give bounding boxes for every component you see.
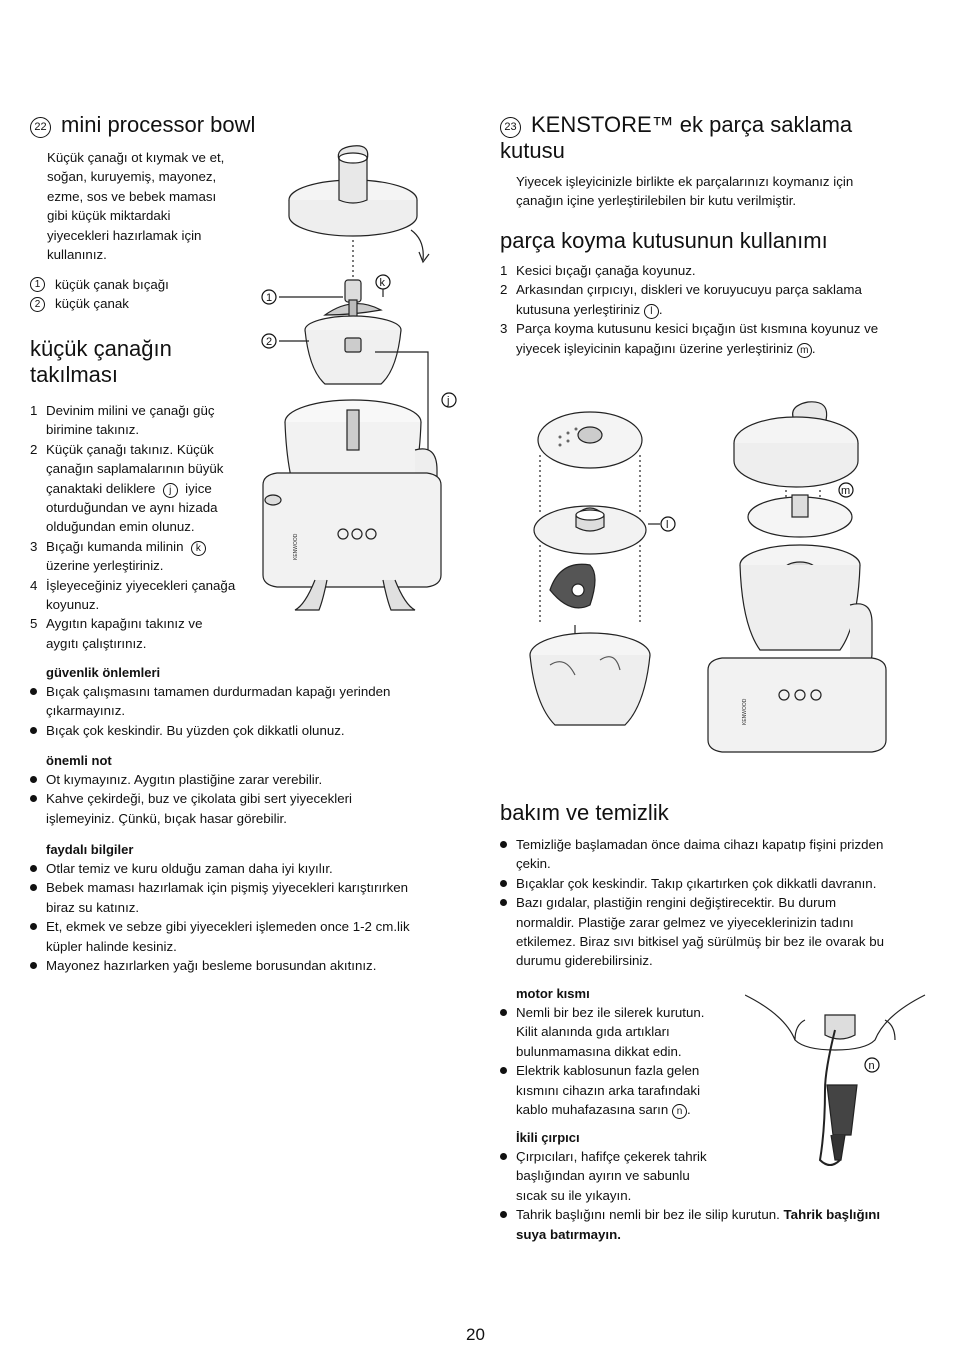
mini-bowl-intro: Küçük çanağı ot kıymak ve et, soğan, kur… (47, 150, 225, 263)
bullet-item: Otlar temiz ve kuru olduğu zaman daha iy… (30, 859, 460, 878)
care-list: Temizliğe başlamadan önce daima cihazı k… (500, 835, 930, 971)
step-item: 2 Arkasından çırpıcıyı, diskleri ve koru… (500, 282, 862, 319)
section-usage-title: parça koyma kutusunun kullanımı (500, 228, 828, 253)
bullet-item: Ot kıymayınız. Aygıtın plastiğine zarar … (30, 770, 460, 789)
bullet-item: Bıçak çok keskindir. Bu yüzden çok dikka… (30, 721, 460, 740)
safety-title: güvenlik önlemleri (46, 665, 161, 680)
motor-block: motor kısmı Nemli bir bez ile silerek ku… (500, 984, 740, 1120)
step-item: 1 Kesici bıçağı çanağa koyunuz. (500, 263, 696, 278)
ref-m-badge: m (796, 342, 812, 358)
mini-bowl-assembly-illustration: KENWOOD k 1 2 j (261, 145, 457, 611)
label-m: m (841, 485, 850, 497)
step-item: 3 Parça koyma kutusunu kesici bıçağın üs… (500, 321, 879, 358)
kenstore-illustration: l m KENWOOD (529, 401, 887, 753)
safety-block: güvenlik önlemleri Bıçak çalışmasını tam… (30, 663, 460, 740)
tips-title: faydalı bilgiler (46, 842, 134, 857)
cord-storage-illustration: n (745, 994, 926, 1166)
motor-title: motor kısmı (516, 986, 590, 1001)
label-1: 1 (266, 292, 272, 304)
brand-label: KENWOOD (293, 533, 299, 560)
ref-l-badge: l (643, 303, 659, 319)
step-item: 5 Aygıtın kapağını takınız ve aygıtı çal… (30, 616, 203, 651)
whisk-title: İkili çırpıcı (516, 1130, 580, 1145)
bullet-item: Bebek maması hazırlamak için pişmiş yiye… (30, 878, 460, 917)
assembly-steps: 1 Devinim milini ve çanağı güç birimine … (30, 401, 265, 653)
section-number-badge: 23 (500, 117, 521, 138)
ref-j-badge: j (162, 482, 178, 498)
label-k: k (380, 277, 386, 289)
usage-steps: 1 Kesici bıçağı çanağa koyunuz. 2 Arkası… (500, 261, 930, 358)
step-item: 1 Devinim milini ve çanağı güç birimine … (30, 403, 215, 438)
page-number: 20 (466, 1325, 485, 1344)
bullet-item: Tahrik başlığını nemli bir bez ile silip… (500, 1205, 930, 1244)
brand-label: KENWOOD (742, 698, 748, 725)
label-j: j (446, 395, 449, 407)
section-number-badge: 22 (30, 117, 51, 138)
bullet-item: Kahve çekirdeği, buz ve çikolata gibi se… (30, 789, 460, 828)
bullet-item: Mayonez hazırlarken yağı besleme borusun… (30, 956, 460, 975)
label-2: 2 (266, 336, 272, 348)
bullet-item: Bıçaklar çok keskindir. Takıp çıkartırke… (500, 874, 930, 893)
bullet-item: Nemli bir bez ile silerek kurutun.Kilit … (500, 1003, 740, 1061)
bullet-item: Temizliğe başlamadan önce daima cihazı k… (500, 835, 930, 874)
bullet-item: Et, ekmek ve sebze gibi yiyecekleri işle… (30, 917, 460, 956)
step-item: 2 Küçük çanağı takınız. Küçük çanağın sa… (30, 441, 224, 535)
ref-n-badge: n (671, 1104, 687, 1120)
bullet-item: Bıçak çalışmasını tamamen durdurmadan ka… (30, 682, 460, 721)
label-l: l (666, 519, 668, 531)
note-title: önemli not (46, 753, 112, 768)
ref-k-badge: k (190, 540, 206, 556)
step-item: 4 İşleyeceğiniz yiyecekleri çanağa koyun… (30, 577, 236, 613)
step-item: 3 Bıçağı kumanda milinin k üzerine yerle… (30, 537, 265, 576)
label-n: n (869, 1060, 875, 1072)
section-care-title: bakım ve temizlik (500, 800, 669, 825)
bullet-item: Bazı gıdalar, plastiğin rengini değiştir… (500, 893, 930, 971)
note-block: önemli not Ot kıymayınız. Aygıtın plasti… (30, 751, 460, 828)
whisk-block: İkili çırpıcı Çırpıcıları, hafifçe çeker… (500, 1128, 930, 1244)
kenstore-intro: Yiyecek işleyicinizle birlikte ek parçal… (516, 174, 854, 209)
tips-block: faydalı bilgiler Otlar temiz ve kuru old… (30, 840, 460, 975)
